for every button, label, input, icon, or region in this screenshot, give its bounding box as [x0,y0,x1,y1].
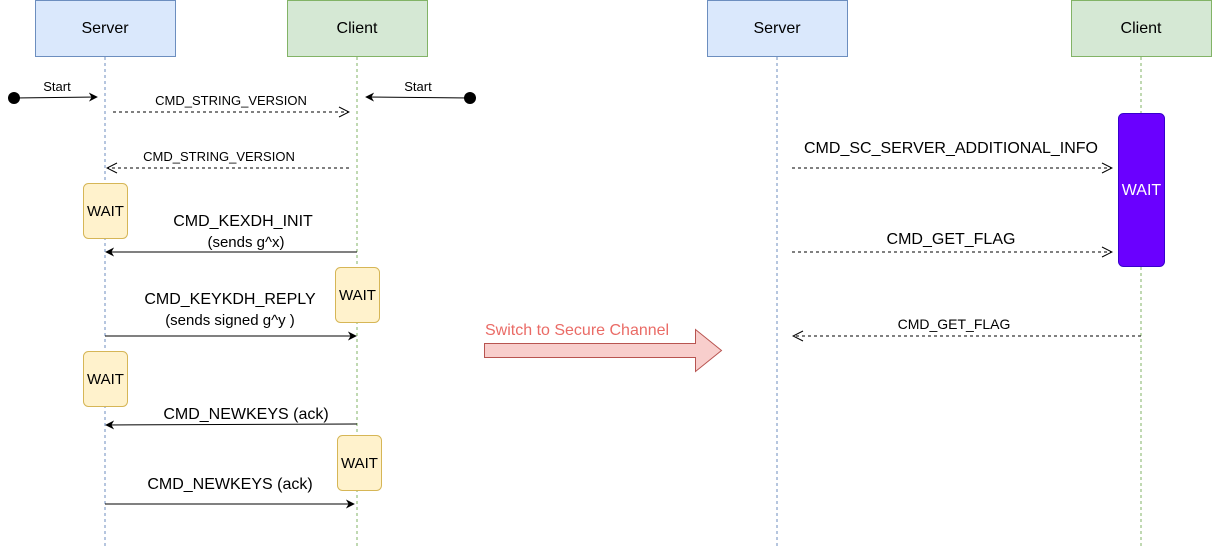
message-keykdh-reply: CMD_KEYKDH_REPLY (sends signed g^y ) [105,291,357,341]
transition-arrow-shape [484,328,723,373]
start-arrow [13,92,98,102]
wait-label: WAIT [1122,182,1162,199]
start-arrow [365,92,471,102]
right-client-participant: Client [1071,0,1212,57]
message-label: CMD_STRING_VERSION [155,93,307,108]
left-client-label: Client [337,20,378,37]
right-server-participant: Server [707,0,848,57]
wait-box-server-1: WAIT [83,183,128,239]
message-newkeys-to-server: CMD_NEWKEYS (ack) [105,406,358,430]
left-client-participant: Client [287,0,428,57]
right-sequence: Server Client CMD_SC_SERVER_ADDITIONAL_I… [707,0,1212,548]
left-client-start: Start [365,79,476,104]
message-get-flag-to-server: CMD_GET_FLAG [793,316,1141,336]
message-sublabel: (sends g^x) [207,234,284,251]
left-client-start-label: Start [404,79,432,94]
wait-label: WAIT [339,287,376,304]
wait-box-client-2: WAIT [337,435,382,491]
message-string-version-to-server: CMD_STRING_VERSION [107,149,349,168]
message-sc-server-additional-info: CMD_SC_SERVER_ADDITIONAL_INFO [792,140,1112,168]
message-label: CMD_GET_FLAG [898,316,1011,332]
message-string-version-to-client: CMD_STRING_VERSION [113,93,349,112]
left-server-start-label: Start [43,79,71,94]
message-label: CMD_KEYKDH_REPLY [144,291,316,308]
message-kexdh-init: CMD_KEXDH_INIT (sends g^x) [105,213,357,257]
right-client-label: Client [1121,20,1162,37]
message-label: CMD_SC_SERVER_ADDITIONAL_INFO [804,140,1098,157]
wait-box-client-active: WAIT [1118,113,1165,267]
message-label: CMD_NEWKEYS (ack) [147,476,312,493]
wait-box-server-2: WAIT [83,351,128,407]
left-sequence: Server Client Start Start CMD_STRING_VER… [8,0,476,548]
wait-box-client-1: WAIT [335,267,380,323]
wait-label: WAIT [87,371,124,388]
message-get-flag-to-client: CMD_GET_FLAG [792,231,1112,252]
transition-label: Switch to Secure Channel [485,322,669,339]
left-server-label: Server [81,20,129,37]
message-sublabel: (sends signed g^y ) [165,312,295,329]
wait-label: WAIT [87,203,124,220]
message-label: CMD_KEXDH_INIT [173,213,313,230]
right-server-label: Server [753,20,801,37]
message-label: CMD_NEWKEYS (ack) [163,406,328,423]
secure-channel-transition: Switch to Secure Channel [484,322,723,373]
left-server-start: Start [8,79,98,104]
message-label: CMD_GET_FLAG [887,231,1016,248]
message-arrow [105,420,358,430]
wait-label: WAIT [341,455,378,472]
left-server-participant: Server [35,0,176,57]
message-newkeys-to-client: CMD_NEWKEYS (ack) [105,476,355,509]
message-label: CMD_STRING_VERSION [143,149,295,164]
